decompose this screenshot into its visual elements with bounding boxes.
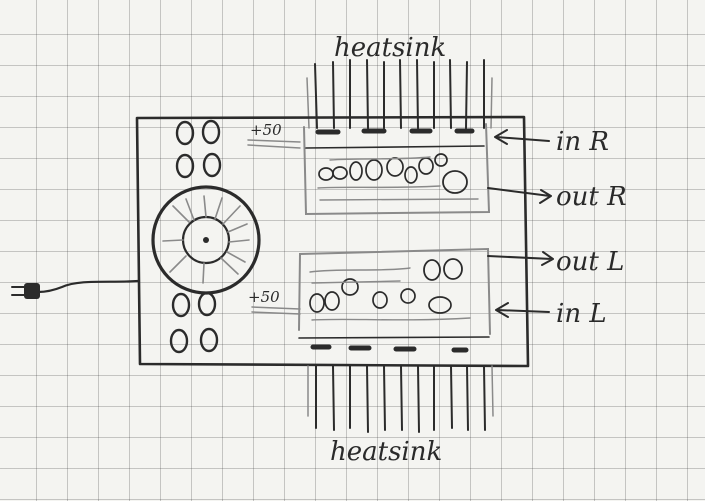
heatsink-top-fins [306, 59, 493, 129]
in-r-label: in R [556, 127, 609, 157]
arrow-out-l [487, 251, 554, 266]
plus50-label-bottom: +50 [248, 288, 280, 306]
heatsink-bottom-label: heatsink [330, 437, 442, 467]
heatsink-bottom-fins [307, 365, 494, 433]
in-l-label: in L [556, 299, 607, 329]
knobs-bottom [169, 291, 219, 354]
plus50-label-top: +50 [250, 121, 282, 139]
out-r-label: out R [556, 182, 627, 212]
arrow-in-l [495, 302, 550, 318]
knobs-top [175, 119, 222, 179]
heatsink-top-label: heatsink [334, 33, 446, 63]
arrow-in-r [494, 129, 550, 145]
out-l-label: out L [556, 247, 624, 277]
arrow-out-r [487, 187, 552, 204]
amp-board-left-channel [251, 247, 491, 353]
fan-icon [151, 185, 261, 295]
power-plug-icon [11, 279, 140, 299]
chassis [135, 115, 530, 368]
amp-board-right-channel [247, 123, 491, 216]
